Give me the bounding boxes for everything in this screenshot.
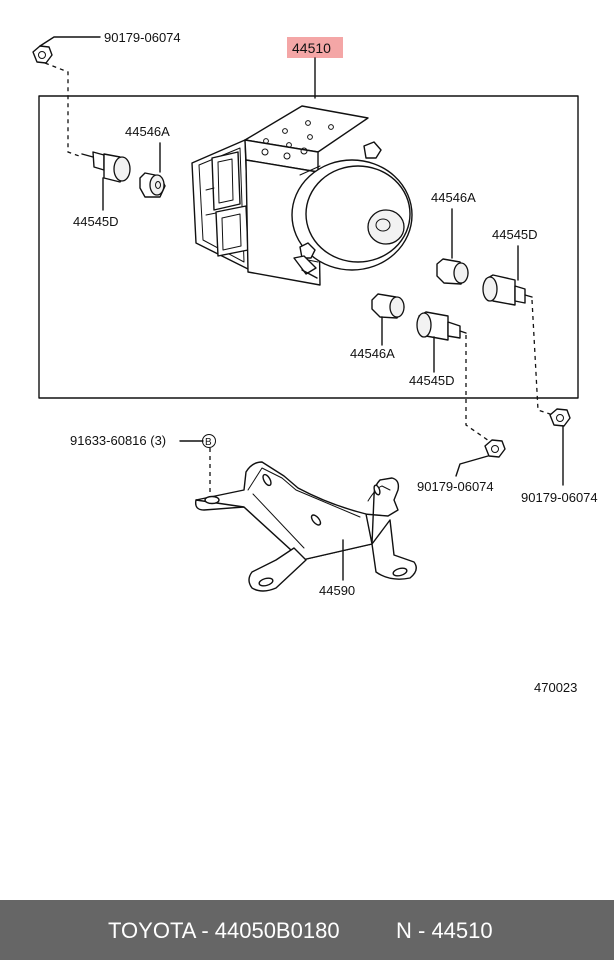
marker-b-letter: B (205, 437, 212, 448)
label-bolt-lower: 44545D (409, 373, 455, 388)
mounting-bracket[interactable] (194, 461, 417, 592)
label-cushion-right: 44546A (431, 190, 476, 205)
illustration-code: 470023 (534, 680, 577, 695)
actuator-assembly-box (38, 95, 579, 399)
footer-part-number: TOYOTA - 44050B0180 (108, 918, 340, 943)
nut-top-left[interactable] (32, 36, 101, 64)
parts-diagram: 90179-06074 44510 (32, 30, 598, 695)
part-number-highlight (287, 37, 343, 58)
label-bolt-right: 44545D (492, 227, 538, 242)
label-nut-center: 90179-06074 (417, 479, 494, 494)
footer-bar: TOYOTA - 44050B0180 N - 44510 (0, 900, 614, 960)
nut-center[interactable] (484, 439, 506, 458)
label-actuator: 44510 (292, 40, 331, 56)
abs-actuator[interactable] (191, 105, 413, 286)
label-bolt-bracket: 91633-60816 (3) (70, 433, 166, 448)
nut-right[interactable] (549, 408, 571, 427)
label-cushion-upper-left: 44546A (125, 124, 170, 139)
bolt-lower[interactable] (416, 311, 467, 341)
footer-reference: N - 44510 (396, 918, 493, 943)
bolt-right[interactable] (482, 274, 533, 306)
label-nut-right: 90179-06074 (521, 490, 598, 505)
cushion-upper-left[interactable] (139, 172, 166, 198)
label-cushion-lower: 44546A (350, 346, 395, 361)
dashed-guide-left (44, 62, 83, 158)
label-nut-top-left: 90179-06074 (104, 30, 181, 45)
cushion-lower[interactable] (371, 293, 405, 319)
label-bracket: 44590 (319, 583, 355, 598)
label-bolt-left: 44545D (73, 214, 119, 229)
dashed-guide-right (531, 299, 557, 417)
cushion-right[interactable] (436, 258, 469, 285)
marker-b-circle (202, 434, 216, 448)
bolt-left[interactable] (81, 151, 131, 183)
dashed-guide-center (465, 335, 493, 444)
